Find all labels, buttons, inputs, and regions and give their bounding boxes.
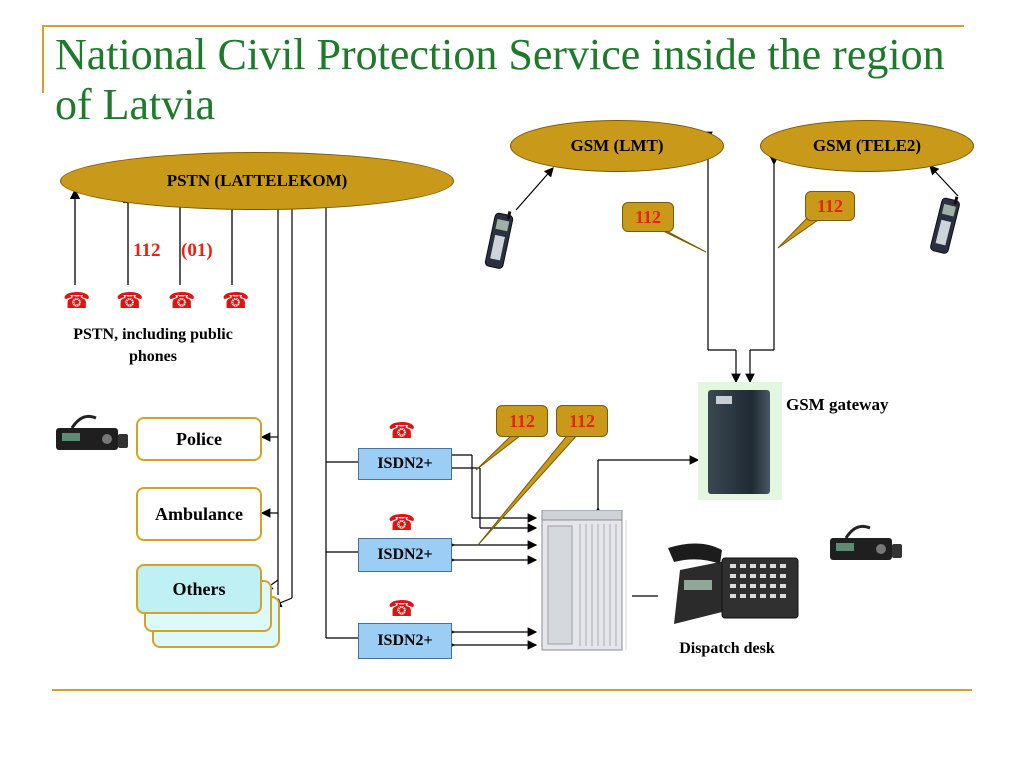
footer-rule: [52, 689, 972, 691]
pstn-01-label: (01): [181, 240, 213, 261]
gsm-gateway-device: [698, 382, 782, 500]
isdn-112-callout: 112: [556, 405, 608, 437]
isdn-label: ISDN2+: [377, 632, 433, 649]
others-label: Others: [172, 578, 226, 599]
ambulance-box: Ambulance: [136, 487, 262, 541]
isdn-box: ISDN2+: [358, 538, 452, 572]
gsm-tele2-112-callout: 112: [805, 191, 855, 221]
gsm-lmt-112: 112: [634, 206, 661, 227]
isdn-112-a: 112: [508, 410, 535, 431]
police-label: Police: [176, 428, 222, 449]
telephone-icon: ☎: [116, 288, 144, 313]
page-title: National Civil Protection Service inside…: [55, 30, 945, 129]
telephone-icon: ☎: [63, 288, 91, 313]
title-bracket-horizontal: [42, 25, 964, 27]
title-bracket-vertical: [42, 25, 44, 93]
telephone-icon: ☎: [168, 288, 196, 313]
pstn-label: PSTN (LATTELEKOM): [166, 171, 348, 190]
pstn-network-node: PSTN (LATTELEKOM): [60, 152, 454, 210]
gsm-lmt-node: GSM (LMT): [510, 120, 724, 172]
telephone-icon: ☎: [388, 418, 416, 443]
telephone-icon: ☎: [388, 510, 416, 535]
mobile-phone-icon: [484, 211, 514, 269]
isdn-box: ISDN2+: [358, 623, 452, 659]
telephone-icon: ☎: [222, 288, 250, 313]
gsm-tele2-112: 112: [816, 195, 843, 216]
pstn-phones-caption: PSTN, including public phones: [73, 326, 233, 365]
gsm-gateway-label: GSM gateway: [786, 395, 889, 414]
mobile-phone-icon: [930, 196, 960, 254]
gsm-tele2-label: GSM (TELE2): [812, 136, 922, 155]
isdn-112-callout: 112: [496, 405, 548, 437]
isdn-112-b: 112: [568, 410, 595, 431]
ambulance-label: Ambulance: [154, 503, 243, 524]
pbx-cabinet-icon: [541, 510, 627, 651]
pstn-112-label: 112: [133, 240, 161, 261]
telephone-icon: ☎: [388, 596, 416, 621]
isdn-label: ISDN2+: [377, 455, 433, 472]
dispatch-desk-label: Dispatch desk: [679, 640, 775, 657]
isdn-label: ISDN2+: [377, 546, 433, 563]
gsm-tele2-node: GSM (TELE2): [760, 120, 974, 172]
radio-icon: [56, 414, 128, 450]
police-box: Police: [136, 417, 262, 461]
gsm-lmt-label: GSM (LMT): [570, 136, 664, 155]
dispatch-desk-phone-icon: [668, 543, 799, 624]
isdn-box: ISDN2+: [358, 448, 452, 480]
gsm-lmt-112-callout: 112: [622, 202, 674, 232]
radio-icon: [830, 524, 902, 560]
others-box: Others: [136, 564, 262, 614]
